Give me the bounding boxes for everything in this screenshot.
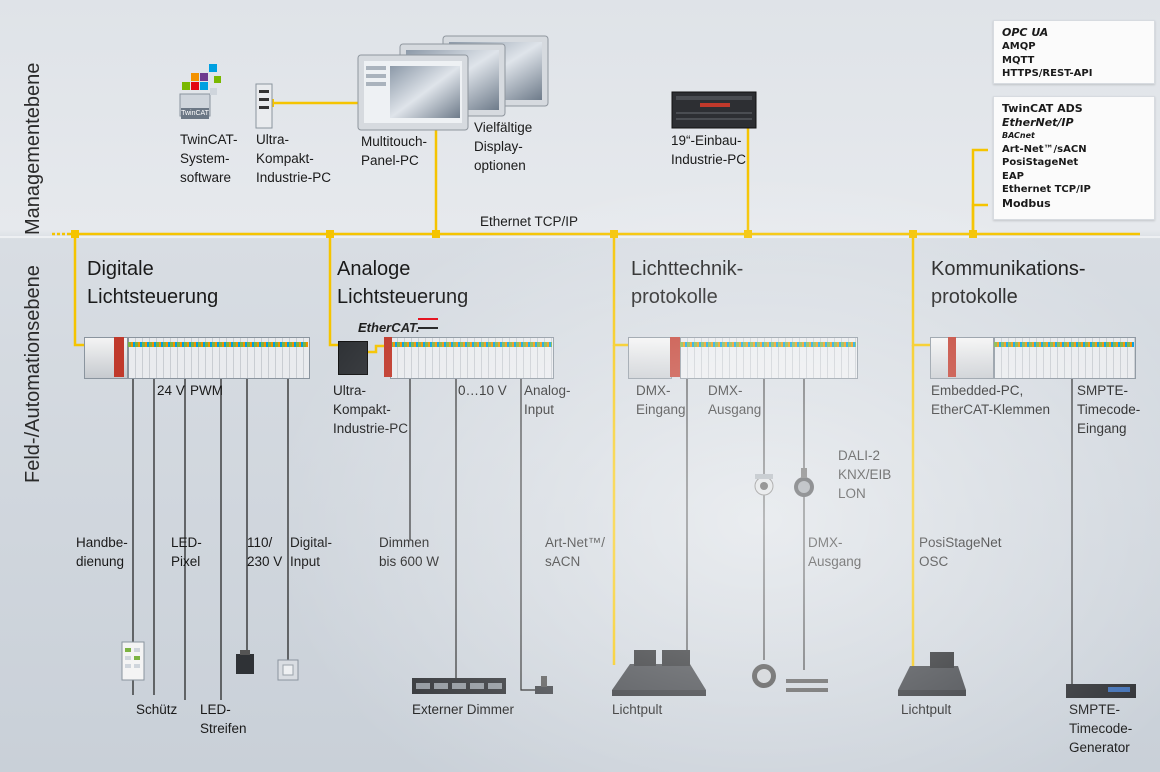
fieldbus-protocol-box: TwinCAT ADS EtherNet/IP BACnet Art-Net™/…: [993, 96, 1155, 220]
plc-analog: [338, 337, 554, 379]
plc-light: [628, 337, 858, 379]
bus-label: Ethernet TCP/IP: [480, 214, 579, 229]
external-dimmer-graphic: [412, 678, 506, 694]
label-external-dimmer: Externer Dimmer: [412, 702, 515, 717]
twincat-logo-text: TwinCAT: [181, 108, 209, 119]
joystick-graphic: [535, 676, 553, 694]
label-dimmen: Dimmen bis 600 W: [379, 535, 440, 569]
smpte-generator-graphic: [1066, 684, 1136, 698]
spotlight-graphic: [236, 650, 254, 674]
label-dmx-input: DMX- Eingang: [636, 383, 686, 417]
label-posistagenet: PosiStageNet OSC: [919, 535, 1002, 569]
label-24v: 24 V: [157, 383, 185, 398]
label-lichtpult-1: Lichtpult: [612, 702, 663, 717]
label-dmx-output-2: DMX- Ausgang: [808, 535, 862, 569]
label-art-net: Art-Net™/ sACN: [545, 535, 606, 569]
ethercat-arrows-icon: [418, 318, 438, 329]
moving-head-graphic: [752, 664, 776, 688]
opc-ua-logo: OPC UA: [1002, 26, 1049, 39]
switch-graphic: [277, 659, 299, 681]
label-led-streifen: LED- Streifen: [200, 702, 247, 736]
label-led-pixel: LED- Pixel: [171, 535, 202, 569]
label-dmx-output: DMX- Ausgang: [708, 383, 762, 417]
lighting-console-graphic-2: [898, 652, 966, 696]
label-0-10v: 0…10 V: [458, 383, 507, 398]
rack-pc-label: 19“-Einbau- Industrie-PC: [671, 133, 747, 167]
label-handbedienung: Handbe- dienung: [76, 535, 128, 569]
label-embedded-pc: Embedded-PC, EtherCAT-Klemmen: [931, 383, 1051, 417]
label-schuetz: Schütz: [136, 702, 178, 717]
cloud-protocol-list: AMQP MQTT HTTPS/REST-API: [1002, 41, 1093, 79]
label-analog-ultra-pc: Ultra- Kompakt- Industrie-PC: [333, 383, 409, 436]
field-wires: [132, 375, 1073, 700]
fieldbus-protocol-list: TwinCAT ADS EtherNet/IP BACnet Art-Net™/…: [1002, 102, 1091, 210]
label-smpte-input: SMPTE- Timecode- Eingang: [1077, 383, 1141, 436]
ethercat-logo: EtherCAT.: [358, 320, 420, 335]
ultra-compact-pc-graphic: [255, 83, 273, 129]
cloud-protocol-box: OPC UA AMQP MQTT HTTPS/REST-API: [993, 20, 1155, 84]
label-lichtpult-2: Lichtpult: [901, 702, 952, 717]
led-bars-graphic: [786, 679, 828, 692]
display-options-label: Vielfältige Display- optionen: [474, 120, 533, 173]
section-digital-title: Digitale Lichtsteuerung: [87, 258, 219, 308]
spot-head-graphic: [794, 468, 814, 497]
panel-pc-graphic: [357, 35, 549, 131]
ethernet-bus: [50, 101, 1140, 668]
section-light-title: Lichttechnik- protokolle: [631, 258, 744, 308]
label-dali-knx-lon: DALI-2 KNX/EIB LON: [838, 448, 892, 501]
hand-panel-graphic: [121, 641, 145, 681]
plc-digital: [84, 337, 310, 379]
label-smpte-generator: SMPTE- Timecode- Generator: [1069, 702, 1133, 755]
ultra-pc-label: Ultra- Kompakt- Industrie-PC: [256, 132, 332, 185]
twincat-label: TwinCAT- System- software: [180, 132, 238, 185]
plc-comm: [930, 337, 1136, 379]
lighting-console-graphic-1: [612, 650, 706, 696]
label-110-230v: 110/ 230 V: [247, 535, 283, 569]
label-digital-input: Digital- Input: [290, 535, 333, 569]
camera-graphic: [754, 474, 774, 496]
section-comm-title: Kommunikations- protokolle: [931, 258, 1086, 308]
rack-pc-graphic: [671, 91, 757, 129]
multitouch-label: Multitouch- Panel-PC: [361, 134, 428, 168]
label-pwm: PWM: [190, 383, 223, 398]
section-analog-title: Analoge Lichtsteuerung: [337, 258, 469, 308]
label-analog-input: Analog- Input: [524, 383, 571, 417]
